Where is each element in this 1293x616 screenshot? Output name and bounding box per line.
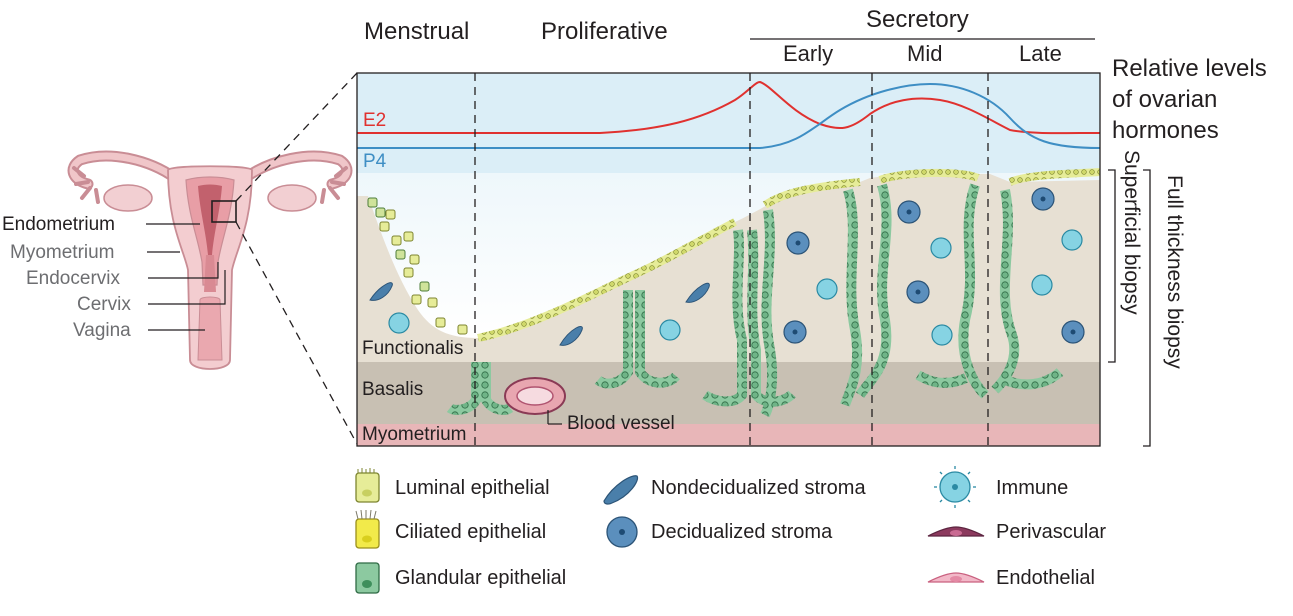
- phase-secretory: Secretory: [866, 6, 969, 33]
- legend-decidualized: Decidualized stroma: [651, 521, 833, 543]
- hormone-title-line1: Relative levels: [1112, 55, 1267, 82]
- superficial-biopsy-bracket: [1108, 169, 1116, 363]
- decidualized-nuclei: [792, 196, 1076, 335]
- e2-curve: [357, 80, 1101, 135]
- luminal-epithelium-proliferative: [477, 218, 737, 342]
- uterine-lumen: [357, 173, 1100, 338]
- luminal-cell-icon: [355, 472, 380, 503]
- e2-label: E2: [363, 110, 387, 131]
- full-thickness-biopsy-label: Full thickness biopsy: [1163, 175, 1186, 369]
- hormone-title-line2: of ovarian: [1112, 86, 1218, 113]
- zoom-line-bottom: [235, 221, 358, 445]
- phase-dividers: [474, 73, 989, 446]
- phase-menstrual: Menstrual: [364, 18, 470, 45]
- phase-late: Late: [1019, 41, 1062, 66]
- phase-proliferative: Proliferative: [541, 18, 668, 45]
- legend-immune: Immune: [996, 477, 1069, 499]
- hormone-band: [357, 73, 1100, 173]
- legend-perivascular: Perivascular: [996, 521, 1107, 543]
- legend-nondecidualized: Nondecidualized stroma: [651, 477, 866, 499]
- endometrium-panel: [356, 72, 1101, 447]
- glandular-cell-icon: [355, 562, 380, 594]
- shed-cells: [367, 197, 468, 335]
- p4-curve: [357, 82, 1101, 149]
- superficial-biopsy-label: Superficial biopsy: [1120, 150, 1143, 315]
- layer-basalis: Basalis: [362, 379, 424, 400]
- blood-vessel-illustration: [504, 377, 566, 415]
- anatomy-endometrium: Endometrium: [2, 214, 115, 235]
- myometrium-layer: [357, 424, 1100, 446]
- anatomy-endocervix: Endocervix: [26, 268, 120, 289]
- nondecidualized-cells: [369, 282, 710, 346]
- blood-vessel-label: Blood vessel: [567, 413, 675, 434]
- legend-luminal: Luminal epithelial: [395, 477, 550, 499]
- zoom-box: [211, 200, 237, 223]
- legend-ciliated: Ciliated epithelial: [395, 521, 547, 543]
- phase-mid: Mid: [907, 41, 943, 66]
- anatomy-vagina: Vagina: [73, 320, 131, 341]
- immune-cells: [388, 229, 1083, 346]
- layer-myometrium: Myometrium: [362, 424, 467, 445]
- hormone-title-line3: hormones: [1112, 117, 1219, 144]
- phase-early: Early: [783, 41, 834, 66]
- zoom-line-top: [235, 72, 358, 202]
- anatomy-leaders: [146, 223, 226, 331]
- p4-label: P4: [363, 151, 387, 172]
- anatomy-myometrium: Myometrium: [10, 242, 115, 263]
- nondecidualized-icon: [603, 475, 639, 505]
- uterus-illustration: [67, 150, 353, 370]
- legend-glandular: Glandular epithelial: [395, 567, 567, 589]
- full-thickness-bracket: [1143, 169, 1151, 447]
- ciliated-cell-icon: [355, 518, 380, 549]
- anatomy-cervix: Cervix: [77, 294, 131, 315]
- layer-functionalis: Functionalis: [362, 338, 464, 359]
- glands: [446, 183, 1064, 418]
- legend-endothelial: Endothelial: [996, 567, 1095, 589]
- legend-icons: [355, 466, 985, 594]
